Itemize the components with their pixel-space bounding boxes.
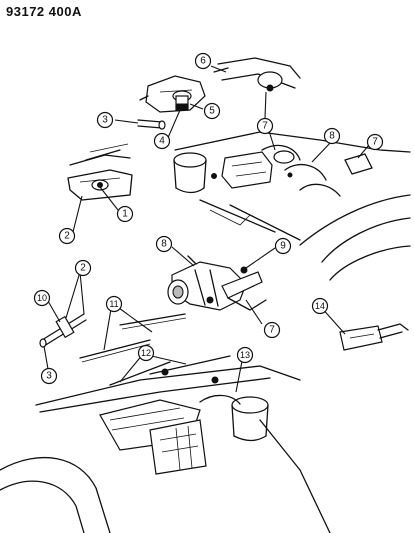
callout-7-right: 7 — [366, 133, 384, 151]
callout-10: 10 — [33, 289, 51, 307]
callout-7-top: 7 — [256, 117, 274, 135]
callout-9: 9 — [274, 237, 292, 255]
callout-2-lower: 2 — [74, 259, 92, 277]
svg-text:2: 2 — [64, 231, 70, 242]
wiper-motor-linkage — [167, 255, 267, 311]
svg-text:5: 5 — [209, 106, 215, 117]
svg-text:14: 14 — [315, 301, 325, 311]
wiper-module-14 — [339, 323, 409, 351]
svg-text:13: 13 — [240, 350, 250, 360]
callout-1: 1 — [116, 205, 134, 223]
svg-text:7: 7 — [372, 137, 378, 148]
svg-text:7: 7 — [262, 121, 268, 132]
callout-8-top: 8 — [323, 127, 341, 145]
callout-3-upper: 3 — [96, 111, 114, 129]
callout-6: 6 — [194, 52, 212, 70]
callout-2-upper: 2 — [58, 227, 76, 245]
svg-text:3: 3 — [46, 371, 52, 382]
svg-text:4: 4 — [159, 136, 165, 147]
lower-engine-bay-illustration — [0, 313, 331, 533]
svg-text:7: 7 — [269, 325, 275, 336]
callout-7-center: 7 — [263, 321, 281, 339]
callout-3-lower: 3 — [40, 367, 58, 385]
svg-text:10: 10 — [37, 293, 47, 303]
callout-12: 12 — [137, 344, 155, 362]
washer-reservoir-bracket — [139, 75, 206, 113]
washer-hose-3 — [137, 119, 166, 130]
svg-text:1: 1 — [122, 209, 128, 220]
svg-text:2: 2 — [80, 263, 86, 274]
svg-text:8: 8 — [161, 239, 167, 250]
svg-text:3: 3 — [102, 115, 108, 126]
svg-text:6: 6 — [200, 56, 206, 67]
svg-text:9: 9 — [280, 241, 286, 252]
figure-code: 93172 400A — [6, 4, 82, 19]
callout-8-center: 8 — [155, 235, 173, 253]
svg-text:12: 12 — [141, 348, 151, 358]
callout-4: 4 — [153, 132, 171, 150]
hood-pump-detail — [213, 57, 301, 92]
callout-11: 11 — [105, 295, 123, 313]
svg-text:11: 11 — [109, 299, 118, 309]
svg-text:8: 8 — [329, 131, 335, 142]
upper-engine-bay-illustration — [173, 131, 411, 281]
left-wiper-cowl-illustration — [67, 143, 133, 201]
callout-13: 13 — [236, 346, 254, 364]
callout-14: 14 — [311, 297, 329, 315]
callout-5: 5 — [203, 102, 221, 120]
washer-hose-connector — [39, 313, 87, 348]
